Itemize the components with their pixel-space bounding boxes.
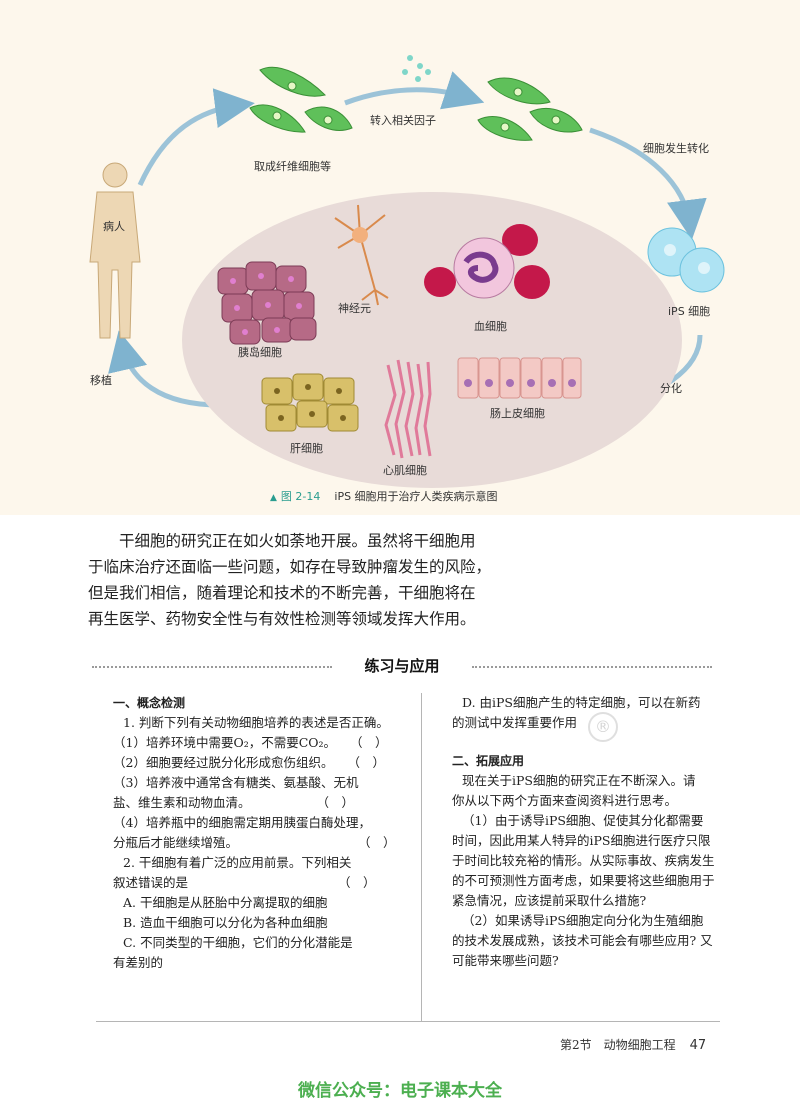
caption-number: 图 2-14 (280, 490, 321, 503)
q1-item: （4）培养瓶中的细胞需定期用胰蛋白酶处理， (113, 815, 371, 830)
figure-caption: ▲图 2-14 iPS 细胞用于治疗人类疾病示意图 (270, 488, 498, 504)
label-intestine: 肠上皮细胞 (490, 407, 545, 420)
label-ips-cell: iPS 细胞 (668, 305, 711, 318)
part2-q2: 的技术发展成熟，该技术可能会有哪些应用? 又 (452, 933, 713, 948)
label-islet: 胰岛细胞 (238, 346, 282, 359)
body-line: 于临床治疗还面临一些问题，如存在导致肿瘤发生的风险， (88, 558, 492, 576)
transformed-cells (477, 77, 583, 141)
liver-cells-graphic (261, 373, 359, 432)
section-header: 练习与应用 (92, 652, 712, 682)
ips-cells-graphic (647, 227, 725, 293)
neuron-graphic (334, 204, 389, 306)
column-divider (421, 693, 422, 1021)
page-number: 47 (689, 1038, 707, 1053)
label-blood: 血细胞 (474, 320, 507, 333)
q2-stem: 2. 干细胞有着广泛的应用前景。下列相关 (123, 855, 352, 870)
q1-item-text: （2）细胞要经过脱分化形成愈伤组织。 (113, 755, 334, 770)
part2-title: 二、拓展应用 (452, 754, 525, 768)
exercise-box-bottom (96, 1021, 720, 1022)
q2-stem-text: 叙述错误的是 (113, 875, 189, 890)
label-take-fibroblast: 取成纤维细胞等 (254, 160, 331, 173)
section-title: 练习与应用 (364, 657, 440, 675)
q1-item: 盐、维生素和动物血清。 （ ） (113, 793, 393, 813)
q1-stem: 1. 判断下列有关动物细胞培养的表述是否正确。 (123, 715, 389, 730)
label-liver: 肝细胞 (290, 442, 323, 455)
footer-section: 第2节 (560, 1038, 592, 1052)
answer-paren: （ ） (316, 795, 355, 810)
answer-paren: （ ） (347, 755, 385, 770)
page-footer: 第2节动物细胞工程 47 (560, 1036, 706, 1053)
divider-left (92, 666, 332, 668)
q1-item-text: （1）培养环境中需要O₂，不需要CO₂。 (113, 735, 337, 750)
option-c-cont: 有差别的 (113, 955, 164, 970)
label-nerve: 神经元 (338, 302, 371, 315)
exercise-right-column: D. 由iPS细胞产生的特定细胞，可以在新药 的测试中发挥重要作用 二、拓展应用… (452, 693, 730, 971)
fibroblast-cells (249, 66, 353, 133)
footer-chapter: 动物细胞工程 (603, 1038, 676, 1052)
arrow-take (137, 88, 255, 187)
cardiac-cells-graphic (384, 359, 432, 459)
arrow-transform (589, 127, 707, 240)
figure-panel: 取成纤维细胞等 转入相关因子 细胞发生转化 病人 iPS 细胞 神经元 血细胞 … (0, 0, 800, 515)
label-cardiac: 心肌细胞 (383, 464, 427, 477)
label-transplant: 移植 (90, 374, 112, 387)
registered-mark-icon: ® (588, 712, 618, 742)
body-line: 再生医学、药物安全性与有效性检测等领域发挥大作用。 (88, 610, 476, 628)
q1-item-text: 分瓶后才能继续增殖。 (113, 835, 239, 850)
label-patient: 病人 (103, 220, 125, 233)
part1-title: 一、概念检测 (113, 696, 186, 710)
caption-triangle-icon: ▲ (270, 493, 277, 503)
option-d-cont: 的测试中发挥重要作用 (452, 715, 578, 730)
intestine-cells-graphic (457, 357, 582, 399)
label-differentiation: 分化 (660, 382, 682, 395)
q2-stem: 叙述错误的是 （ ） (113, 873, 393, 893)
option-d: D. 由iPS细胞产生的特定细胞，可以在新药 (462, 695, 701, 710)
part2-q2: （2）如果诱导iPS细胞定向分化为生殖细胞 (462, 913, 704, 928)
label-transfer-factors: 转入相关因子 (370, 114, 436, 127)
exercise-left-column: 一、概念检测 1. 判断下列有关动物细胞培养的表述是否正确。 （1）培养环境中需… (113, 693, 396, 973)
factor-dots (402, 55, 431, 82)
part2-q2: 可能带来哪些问题? (452, 953, 559, 968)
patient-figure (89, 162, 141, 339)
q1-item: 分瓶后才能继续增殖。 （ ） (113, 833, 396, 853)
body-paragraph: 干细胞的研究正在如火如荼地开展。虽然将干细胞用 于临床治疗还面临一些问题，如存在… (88, 528, 508, 632)
part2-intro: 现在关于iPS细胞的研究正在不断深入。请 (462, 773, 696, 788)
blood-cells-graphic (424, 224, 550, 299)
answer-paren: （ ） (358, 835, 396, 850)
body-line: 但是我们相信，随着理论和技术的不断完善，干细胞将在 (88, 584, 476, 602)
q1-item-text: 盐、维生素和动物血清。 (113, 795, 251, 810)
part2-q1: 的不可预测性方面考虑，如果要将这些细胞用于 (452, 873, 715, 888)
body-line: 干细胞的研究正在如火如荼地开展。虽然将干细胞用 (119, 532, 476, 550)
wechat-banner: 微信公众号：电子课本大全 (298, 1081, 502, 1101)
caption-text: iPS 细胞用于治疗人类疾病示意图 (334, 490, 498, 503)
label-transformation: 细胞发生转化 (643, 142, 709, 155)
divider-right (472, 666, 712, 668)
part2-q1: （1）由于诱导iPS细胞、促使其分化都需要 (462, 813, 704, 828)
answer-paren: （ ） (350, 735, 388, 750)
q1-item: （2）细胞要经过脱分化形成愈伤组织。 （ ） (113, 753, 393, 773)
part2-q1: 时间，因此用某人特异的iPS细胞进行医疗只限 (452, 833, 711, 848)
option-c: C. 不同类型的干细胞，它们的分化潜能是 (123, 935, 353, 950)
neuron-body (352, 227, 368, 243)
part2-q1: 于时间比较充裕的情形。从实际事故、疾病发生 (452, 853, 715, 868)
arrow-transfer (344, 71, 485, 110)
part2-q1: 紧急情况，应该提前采取什么措施? (452, 893, 647, 908)
arrow-transplant (108, 330, 221, 408)
q1-item: （1）培养环境中需要O₂，不需要CO₂。 （ ） (113, 733, 393, 753)
part2-intro: 你从以下两个方面来查阅资料进行思考。 (452, 793, 678, 808)
ips-diagram (89, 55, 725, 488)
answer-paren: （ ） (338, 875, 376, 890)
option-a: A. 干细胞是从胚胎中分离提取的细胞 (123, 895, 328, 910)
option-b: B. 造血干细胞可以分化为各种血细胞 (123, 915, 328, 930)
q1-item: （3）培养液中通常含有糖类、氨基酸、无机 (113, 775, 359, 790)
